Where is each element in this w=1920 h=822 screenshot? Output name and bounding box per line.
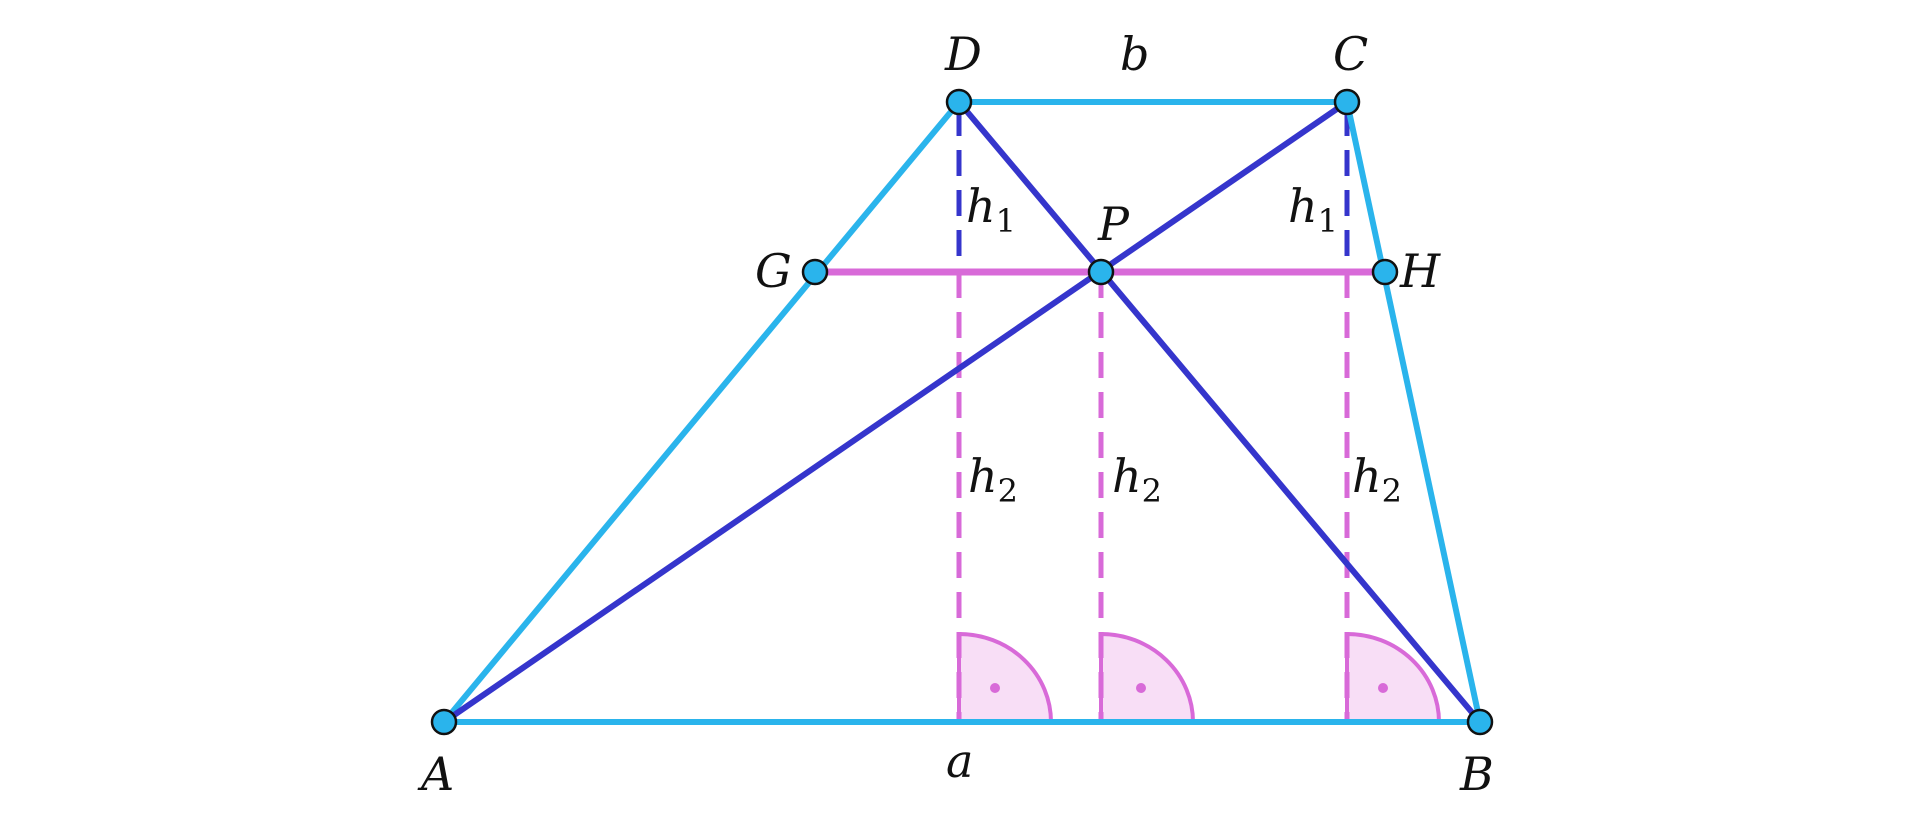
- diagonal-AC: [442, 99, 1349, 725]
- label-h2-left: h2: [968, 449, 1018, 510]
- label-H: H: [1399, 244, 1441, 298]
- label-P: P: [1097, 197, 1130, 251]
- side-AD: [441, 100, 962, 724]
- label-h1-right: h1: [1288, 179, 1338, 240]
- label-C: C: [1333, 27, 1368, 81]
- right-angle-left: [957, 631, 1054, 724]
- point-A: [430, 708, 458, 736]
- point-B: [1466, 708, 1494, 736]
- point-P: [1087, 258, 1115, 286]
- diagonal-BD: [956, 100, 1483, 724]
- label-a: a: [946, 734, 973, 788]
- right-angle-mid: [1099, 631, 1196, 724]
- side-BC: [1344, 101, 1483, 723]
- right-angle-dot: [1378, 683, 1388, 693]
- point-D: [945, 88, 973, 116]
- right-angle-right: [1345, 631, 1442, 724]
- label-h2-right: h2: [1352, 449, 1402, 510]
- point-H: [1371, 258, 1399, 286]
- right-angle-dot: [990, 683, 1000, 693]
- point-C: [1333, 88, 1361, 116]
- label-G: G: [755, 244, 792, 298]
- label-D: D: [944, 27, 982, 81]
- label-B: B: [1459, 747, 1494, 801]
- right-angle-markers: [957, 631, 1442, 724]
- right-angle-dot: [1136, 683, 1146, 693]
- label-b: b: [1120, 27, 1149, 81]
- label-h1-left: h1: [966, 179, 1016, 240]
- label-h2-mid: h2: [1112, 449, 1162, 510]
- label-A: A: [417, 747, 454, 801]
- point-G: [801, 258, 829, 286]
